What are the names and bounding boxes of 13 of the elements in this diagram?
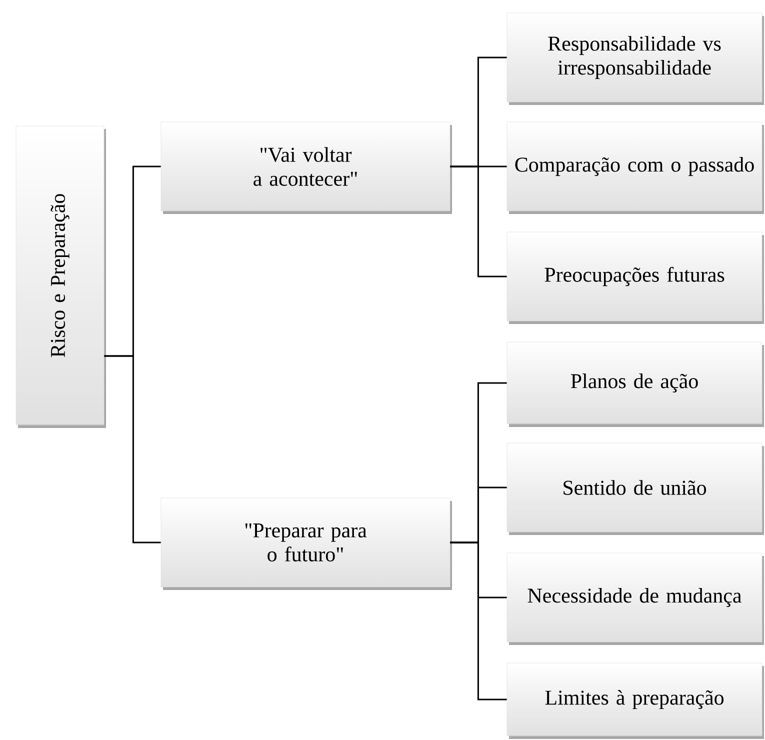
connector-line bbox=[450, 542, 507, 700]
topic-box: "Preparar para o futuro" bbox=[160, 498, 452, 590]
topic-box: "Vai voltar a acontecer" bbox=[160, 122, 452, 214]
topic-box: Limites à preparação bbox=[506, 662, 764, 739]
topic-box: Sentido de união bbox=[506, 442, 764, 535]
topic-box: Planos de ação bbox=[506, 342, 764, 427]
topic-box: Necessidade de mudança bbox=[506, 552, 764, 645]
topic-box: Risco e Preparação bbox=[16, 126, 106, 428]
connector-line bbox=[104, 355, 161, 544]
topic-box: Responsabilidade vs irresponsabilidade bbox=[506, 12, 764, 105]
topic-box: Preocupações futuras bbox=[506, 232, 764, 324]
topic-box: Comparação com o passado bbox=[506, 122, 764, 214]
connector-line bbox=[450, 166, 507, 278]
